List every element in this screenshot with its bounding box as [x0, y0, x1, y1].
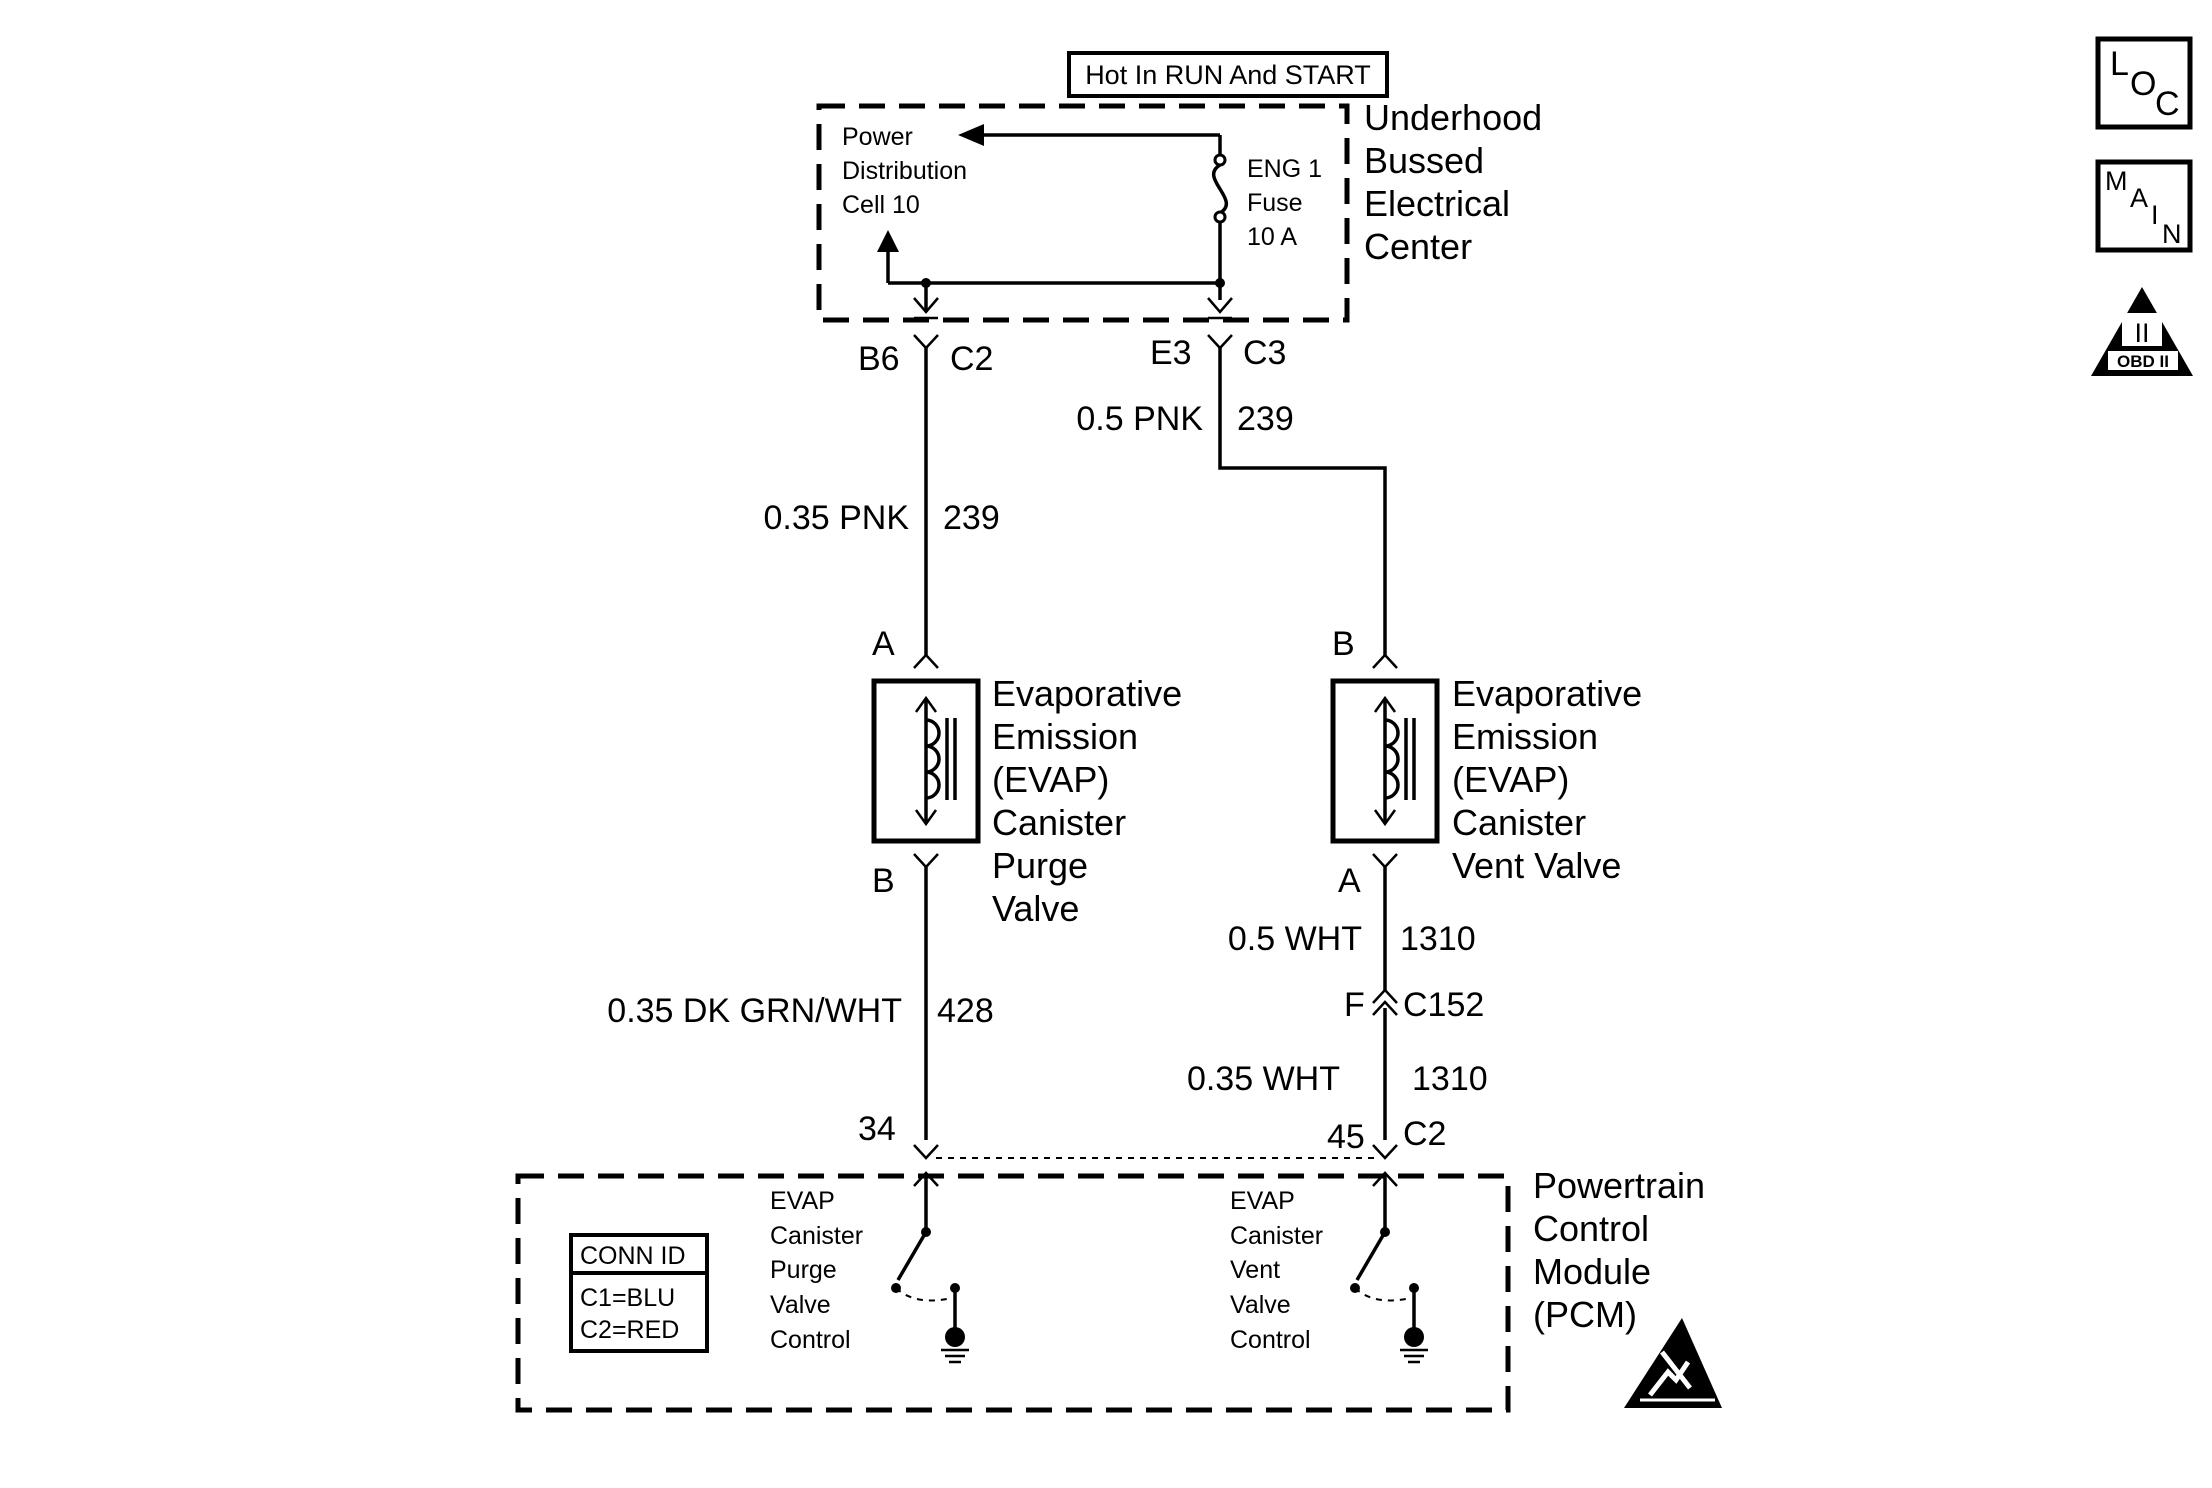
right-mid-wire-color: 0.5 WHT [1228, 920, 1362, 958]
switch-icon [896, 1231, 928, 1281]
arrow-up-icon [877, 230, 899, 252]
pcm-component: Powertrain Control Module (PCM) CONN ID … [515, 1165, 1722, 1413]
right-valve-pin-bottom: A [1338, 862, 1361, 900]
ground-icon [945, 1327, 965, 1347]
main-icon[interactable]: M A I N [2095, 159, 2193, 253]
right-bottom-wire-circuit: 1310 [1412, 1060, 1488, 1098]
switch-icon [1355, 1231, 1387, 1281]
left-top-pin: B6 [858, 340, 900, 378]
svg-text:C: C [2155, 85, 2180, 123]
left-top-wire-color: 0.35 PNK [763, 499, 909, 537]
esd-warning-icon [1624, 1318, 1722, 1408]
ubec-outline [816, 103, 1350, 323]
right-mid-wire-circuit: 1310 [1400, 920, 1476, 958]
conn-id-line: C2=RED [580, 1316, 679, 1344]
left-bottom-wire-circuit: 428 [937, 992, 994, 1030]
left-bottom-wire-color: 0.35 DK GRN/WHT [607, 992, 902, 1030]
right-top-pin: E3 [1150, 334, 1192, 372]
left-top-connector: C2 [950, 340, 993, 378]
ubec-name: Underhood Bussed Electrical Center [1364, 97, 1552, 267]
right-pcm-connector: C2 [1403, 1115, 1446, 1153]
pcm-vent-control-label: EVAP Canister Vent Valve Control [1230, 1187, 1330, 1354]
pcm-purge-control-label: EVAP Canister Purge Valve Control [770, 1187, 870, 1354]
connector-c3-terminal [1207, 334, 1233, 350]
fuse-icon [1212, 163, 1228, 215]
coil-icon [925, 718, 941, 800]
conn-id-title: CONN ID [580, 1242, 686, 1270]
fuse-label: ENG 1 Fuse 10 A [1247, 155, 1329, 251]
right-top-wire-color: 0.5 PNK [1076, 400, 1203, 438]
left-valve-pin-top: A [872, 625, 895, 663]
inline-connector: C152 [1403, 986, 1484, 1024]
pcm-outline [515, 1173, 1511, 1413]
svg-text:M: M [2105, 166, 2128, 196]
ubec-component: Underhood Bussed Electrical Center Power… [816, 97, 1552, 323]
header-label-box: Hot In RUN And START [1067, 51, 1389, 98]
left-pcm-pin: 34 [858, 1110, 896, 1148]
right-top-wire [1218, 348, 1387, 655]
right-top-wire-circuit: 239 [1237, 400, 1294, 438]
arrow-left-icon [958, 124, 984, 146]
svg-text:L: L [2110, 45, 2129, 83]
vent-valve-name: Evaporative Emission (EVAP) Canister Ven… [1452, 673, 1652, 886]
svg-text:N: N [2162, 219, 2182, 249]
header-label: Hot In RUN And START [1085, 60, 1371, 90]
connector-c152-terminal [1372, 988, 1398, 1004]
coil-icon [1384, 718, 1400, 800]
right-valve-pin-top: B [1332, 625, 1355, 663]
svg-text:OBD II: OBD II [2117, 352, 2169, 371]
purge-valve-name: Evaporative Emission (EVAP) Canister Pur… [992, 673, 1192, 929]
svg-text:O: O [2130, 65, 2156, 103]
right-pcm-pin: 45 [1327, 1118, 1365, 1156]
obd-ii-icon[interactable]: II OBD II [2091, 287, 2193, 376]
pcm-name: Powertrain Control Module (PCM) [1533, 1165, 1715, 1335]
power-distribution-label: Power Distribution Cell 10 [842, 123, 974, 219]
svg-text:I: I [2151, 200, 2159, 230]
ground-icon [1404, 1327, 1424, 1347]
right-circuit: E3 C3 0.5 PNK 239 B Evaporative Emission… [1076, 316, 1652, 1160]
connector-c2-terminal [913, 334, 939, 350]
svg-text:II: II [2134, 318, 2149, 348]
inline-pin: F [1344, 986, 1365, 1024]
left-valve-pin-bottom: B [872, 862, 895, 900]
loc-icon[interactable]: L O C [2095, 36, 2193, 130]
conn-id-box: CONN ID C1=BLU C2=RED [569, 1233, 709, 1353]
right-bottom-wire-color: 0.35 WHT [1187, 1060, 1340, 1098]
left-circuit: B6 C2 0.35 PNK 239 A Evaporative Emissio… [607, 316, 1192, 1160]
right-top-connector: C3 [1243, 334, 1286, 372]
conn-id-line: C1=BLU [580, 1284, 675, 1312]
svg-text:A: A [2130, 183, 2148, 213]
left-top-wire-circuit: 239 [943, 499, 1000, 537]
